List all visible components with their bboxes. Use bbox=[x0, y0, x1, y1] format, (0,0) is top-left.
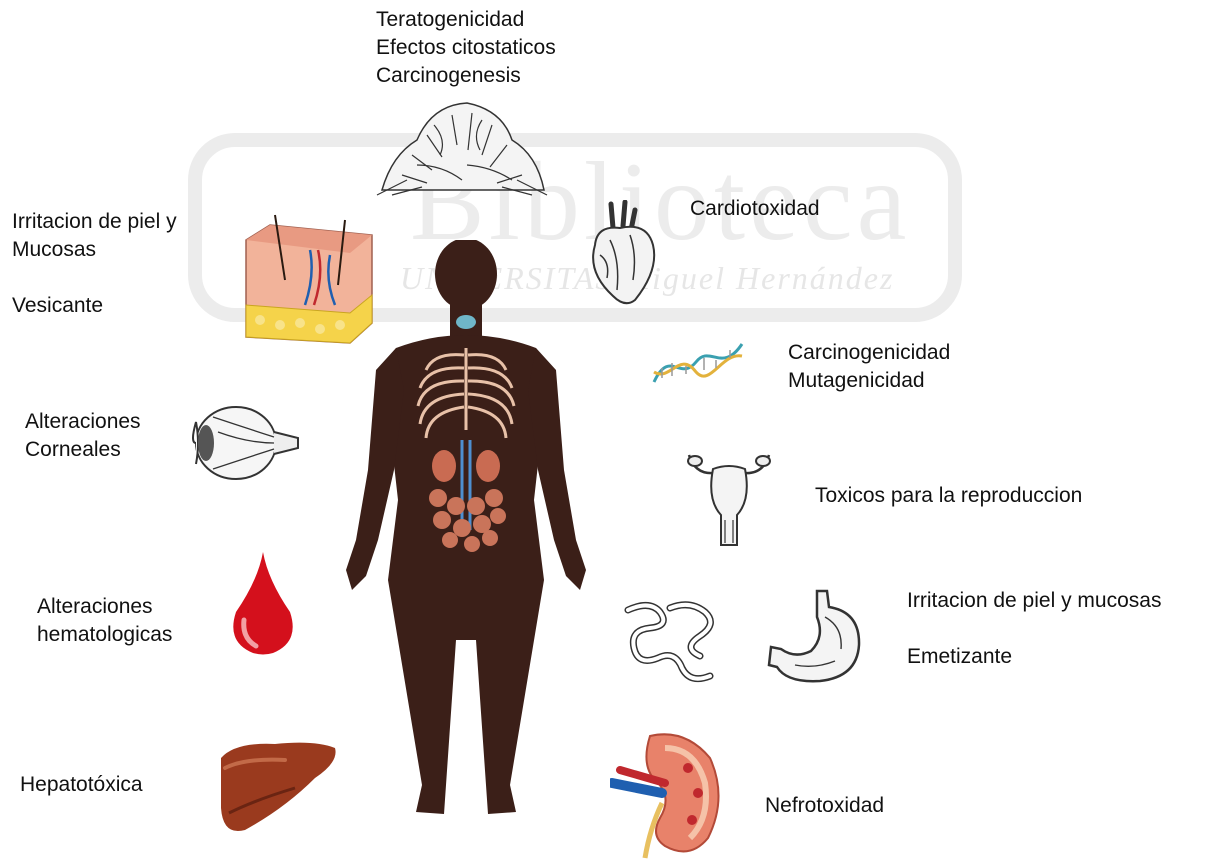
liver-label-line-1: Hepatotóxica bbox=[20, 771, 143, 799]
dna-label-line-2: Mutagenicidad bbox=[788, 367, 950, 395]
uterus-illustration bbox=[685, 445, 773, 550]
uterus-label-line-1: Toxicos para la reproduccion bbox=[815, 482, 1082, 510]
eye-label-line-2: Corneales bbox=[25, 436, 141, 464]
stomach-illustration bbox=[765, 587, 865, 687]
dna-label-line-1: Carcinogenicidad bbox=[788, 339, 950, 367]
blood-label: Alteraciones hematologicas bbox=[37, 593, 172, 649]
kidney-illustration bbox=[610, 728, 730, 860]
skin-label-line-2: Mucosas bbox=[12, 236, 177, 264]
heart-illustration bbox=[585, 200, 660, 308]
kidney-label: Nefrotoxidad bbox=[765, 792, 884, 820]
dna-label: Carcinogenicidad Mutagenicidad bbox=[788, 339, 950, 395]
blood-label-line-1: Alteraciones bbox=[37, 593, 172, 621]
tumor-label-line-3: Carcinogenesis bbox=[376, 62, 556, 90]
tumor-label-line-1: Teratogenicidad bbox=[376, 6, 556, 34]
heart-label-line-1: Cardiotoxidad bbox=[690, 195, 820, 223]
eye-label-line-1: Alteraciones bbox=[25, 408, 141, 436]
tumor-label: Teratogenicidad Efectos citostaticos Car… bbox=[376, 6, 556, 90]
liver-illustration bbox=[215, 738, 340, 838]
tumor-illustration bbox=[372, 95, 552, 200]
heart-label: Cardiotoxidad bbox=[690, 195, 820, 223]
tumor-label-line-2: Efectos citostaticos bbox=[376, 34, 556, 62]
skin-label-line-1: Irritacion de piel y bbox=[12, 208, 177, 236]
liver-label: Hepatotóxica bbox=[20, 771, 143, 799]
gi-label-line-3: Emetizante bbox=[907, 643, 1161, 671]
uterus-label: Toxicos para la reproduccion bbox=[815, 482, 1082, 510]
skin-label: Irritacion de piel y Mucosas Vesicante bbox=[12, 208, 177, 320]
gi-label: Irritacion de piel y mucosas Emetizante bbox=[907, 587, 1161, 671]
kidney-label-line-1: Nefrotoxidad bbox=[765, 792, 884, 820]
skin-label-line-3 bbox=[12, 264, 177, 292]
blood-label-line-2: hematologicas bbox=[37, 621, 172, 649]
intestines-illustration bbox=[620, 598, 725, 688]
eye-illustration bbox=[188, 402, 303, 484]
skin-label-line-4: Vesicante bbox=[12, 292, 177, 320]
gi-label-line-1: Irritacion de piel y mucosas bbox=[907, 587, 1161, 615]
gi-label-line-2 bbox=[907, 615, 1161, 643]
eye-label: Alteraciones Corneales bbox=[25, 408, 141, 464]
blood-drop-illustration bbox=[228, 550, 298, 656]
human-body-figure bbox=[338, 240, 598, 830]
skin-cross-section-illustration bbox=[240, 205, 375, 345]
dna-illustration bbox=[650, 338, 745, 388]
